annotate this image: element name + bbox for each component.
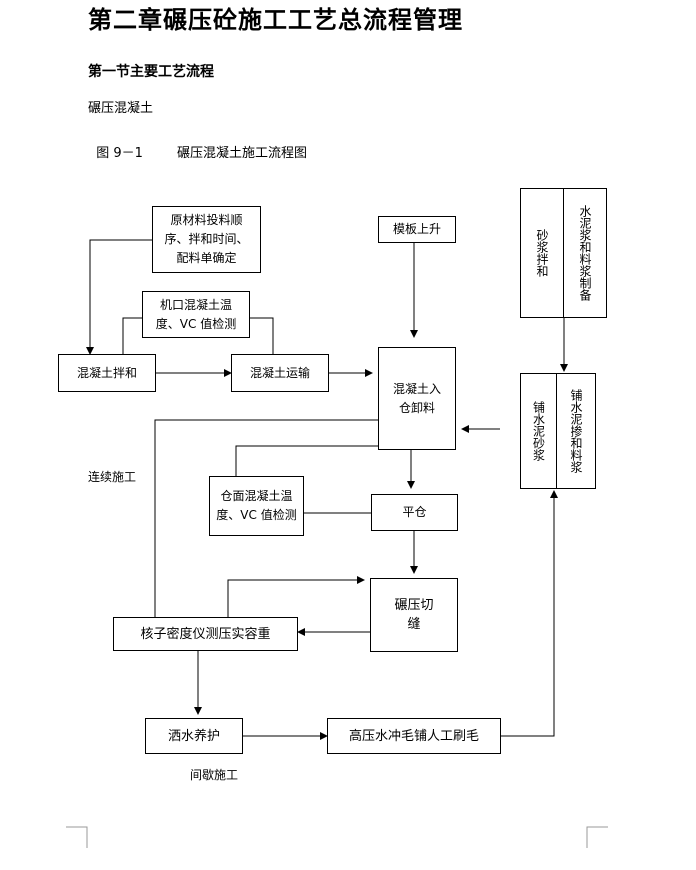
figure-label: 图 9－1 碾压混凝土施工流程图 <box>88 127 307 161</box>
page-corner-mark-left <box>66 826 88 848</box>
page-corner-mark-right <box>586 826 608 848</box>
machine-check-label: 机口混凝土温度、VC 值检测 <box>155 297 237 331</box>
machine-check-node: 机口混凝土温度、VC 值检测 <box>142 291 250 338</box>
rolling-label: 碾压切缝 <box>394 598 434 632</box>
nuclear-test-node: 核子密度仪测压实容重 <box>113 617 298 651</box>
figure-number: 图 9－1 <box>96 146 143 161</box>
cement-grout-prep-node: 水泥浆和料浆制备 <box>563 188 607 318</box>
chapter-title: 第二章碾压砼施工工艺总流程管理 <box>88 5 463 34</box>
curing-node: 洒水养护 <box>145 718 243 754</box>
rolling-node: 碾压切缝 <box>370 578 458 652</box>
unloading-label: 混凝土入仓卸料 <box>392 381 441 415</box>
figure-caption: 碾压混凝土施工流程图 <box>176 146 307 161</box>
continuous-label: 连续施工 <box>88 470 137 484</box>
leveling-label: 平仓 <box>402 505 427 519</box>
mortar-mixing-label: 砂浆拌和 <box>535 229 549 277</box>
transport-label: 混凝土运输 <box>249 365 310 380</box>
raw-material-label: 原材料投料顺序、拌和时间、配料单确定 <box>164 213 249 265</box>
mixing-node: 混凝土拌和 <box>58 354 156 392</box>
curing-label: 洒水养护 <box>167 728 220 744</box>
roughening-label: 高压水冲毛铺人工刷毛 <box>348 728 479 744</box>
leveling-node: 平仓 <box>371 494 458 531</box>
intermittent-label: 间歇施工 <box>190 768 239 782</box>
paragraph-text: 碾压混凝土 <box>88 101 154 116</box>
formwork-node: 模板上升 <box>378 216 456 243</box>
unloading-node: 混凝土入仓卸料 <box>378 347 456 450</box>
warehouse-check-node: 仓面混凝土温度、VC 值检测 <box>209 476 304 536</box>
cement-grout-prep-label: 水泥浆和料浆制备 <box>578 205 592 301</box>
raw-material-node: 原材料投料顺序、拌和时间、配料单确定 <box>152 206 261 273</box>
nuclear-test-label: 核子密度仪测压实容重 <box>140 626 271 642</box>
mixing-label: 混凝土拌和 <box>76 365 137 380</box>
lay-mortar-label: 铺水泥砂浆 <box>531 401 546 461</box>
lay-grout-label: 铺水泥掺和料浆 <box>569 389 583 473</box>
warehouse-check-label: 仓面混凝土温度、VC 值检测 <box>216 489 297 522</box>
section-title: 第一节主要工艺流程 <box>88 64 214 80</box>
mortar-mixing-node: 砂浆拌和 <box>520 188 564 318</box>
lay-grout-node: 铺水泥掺和料浆 <box>556 373 596 489</box>
roughening-node: 高压水冲毛铺人工刷毛 <box>327 718 501 754</box>
transport-node: 混凝土运输 <box>231 354 329 392</box>
lay-mortar-node: 铺水泥砂浆 <box>520 373 557 489</box>
formwork-label: 模板上升 <box>392 222 441 236</box>
